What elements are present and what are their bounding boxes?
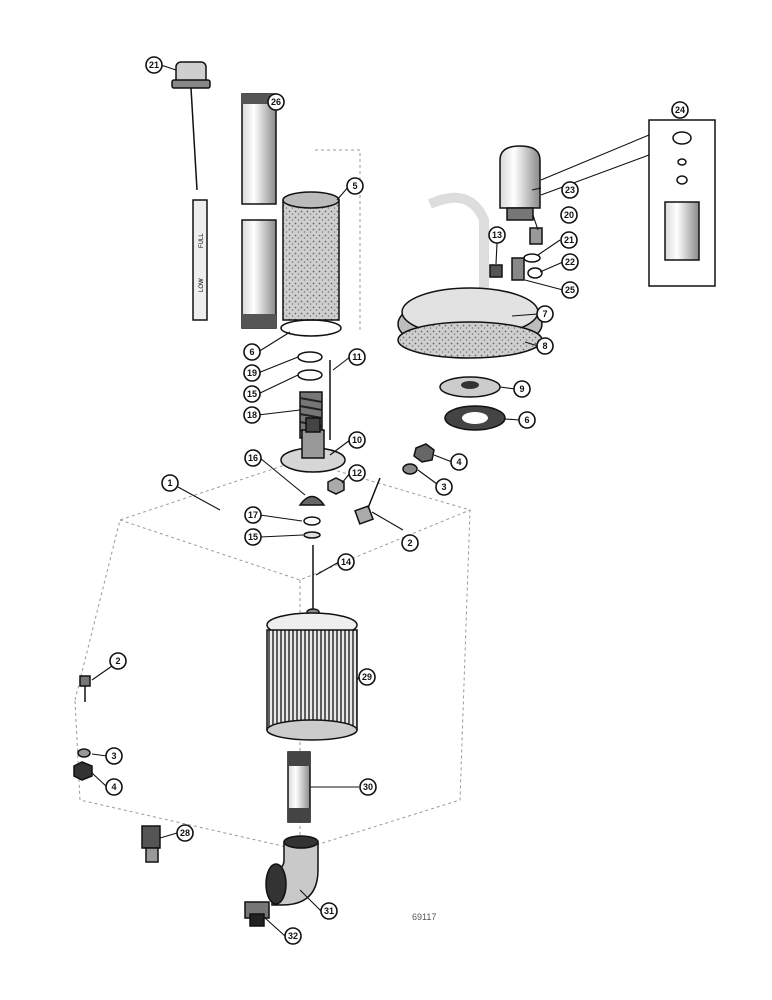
callout-3-left: 3 [105,747,123,765]
callout-label: 2 [115,656,120,666]
callout-label: 28 [180,828,190,838]
callout-label: 15 [248,532,258,542]
callout-6: 6 [243,343,261,361]
callout-3-upper: 3 [435,478,453,496]
callouts: 21 26 5 6 19 15 18 11 10 16 12 17 15 14 … [105,56,689,945]
callout-31: 31 [320,902,338,920]
callout-label: 22 [565,257,575,267]
relief-valve-body [280,417,346,473]
callout-10: 10 [348,431,366,449]
dipstick: FULL LOW [171,61,211,321]
tie-rod [306,545,320,616]
valve-small-parts [298,477,345,539]
callout-6b: 6 [518,411,536,429]
callout-13: 13 [488,226,506,244]
callout-label: 11 [352,352,362,362]
callout-2-upper: 2 [401,534,419,552]
callout-label: 14 [341,557,351,567]
callout-17: 17 [244,506,262,524]
callout-label: 18 [247,410,257,420]
callout-label: 9 [519,384,524,394]
callout-label: 6 [249,347,254,357]
callout-label: 10 [352,435,362,445]
callout-label: 29 [362,672,372,682]
callout-22: 22 [561,253,579,271]
callout-18: 18 [243,406,261,424]
callout-21: 21 [145,56,163,74]
callout-2-left: 2 [109,652,127,670]
callout-29: 29 [358,668,376,686]
breather-kit-inset [540,119,716,287]
callout-16: 16 [244,449,262,467]
callout-label: 26 [271,97,281,107]
pipe-plug [244,901,270,927]
callout-label: 25 [565,285,575,295]
callout-label: 30 [363,782,373,792]
callout-25: 25 [561,281,579,299]
callout-12: 12 [348,464,366,482]
callout-7: 7 [536,305,554,323]
leader-lines [91,64,564,937]
callout-label: 1 [167,478,172,488]
cover-plate-assembly [397,192,543,359]
callout-label: 16 [248,453,258,463]
pipe-nipple [287,751,311,823]
callout-19: 19 [243,364,261,382]
callout-32: 32 [284,927,302,945]
callout-label: 32 [288,931,298,941]
callout-label: 21 [149,60,159,70]
callout-label: 7 [542,309,547,319]
callout-14: 14 [337,553,355,571]
callout-24: 24 [671,101,689,119]
callout-label: 20 [564,210,574,220]
callout-label: 31 [324,906,334,916]
callout-30: 30 [359,778,377,796]
callout-label: 21 [564,235,574,245]
filler-pipe [241,93,277,329]
spacer-and-gasket [439,376,506,431]
callout-label: 4 [456,457,461,467]
dipstick-low-mark: LOW [199,278,205,292]
pipe-elbow [265,835,319,906]
breather-strainer [280,191,342,337]
callout-label: 17 [248,510,258,520]
dipstick-full-mark: FULL [199,233,205,248]
callout-label: 19 [247,368,257,378]
callout-4-left: 4 [105,778,123,796]
fitting [141,825,161,863]
callout-label: 2 [407,538,412,548]
callout-23: 23 [561,181,579,199]
filter-element [266,612,358,741]
callout-label: 5 [352,181,357,191]
callout-5: 5 [346,177,364,195]
callout-1: 1 [161,474,179,492]
callout-label: 8 [542,341,547,351]
callout-28: 28 [176,824,194,842]
callout-label: 12 [352,468,362,478]
callout-8: 8 [536,337,554,355]
callout-15b: 15 [244,528,262,546]
callout-label: 23 [565,185,575,195]
callout-26: 26 [267,93,285,111]
callout-21b: 21 [560,231,578,249]
callout-9: 9 [513,380,531,398]
callout-label: 6 [524,415,529,425]
callout-4-upper: 4 [450,453,468,471]
cap-screw [354,477,381,525]
callout-label: 4 [111,782,116,792]
callout-20: 20 [560,206,578,224]
callout-label: 24 [675,105,685,115]
breather-and-fittings [489,145,543,281]
callout-label: 15 [247,389,257,399]
callout-label: 13 [492,230,502,240]
callout-15: 15 [243,385,261,403]
callout-label: 3 [111,751,116,761]
left-hardware [73,675,93,781]
lock-washer-and-nut [402,443,435,475]
figure-number: 69117 [412,912,436,922]
callout-11: 11 [348,348,366,366]
callout-label: 3 [441,482,446,492]
